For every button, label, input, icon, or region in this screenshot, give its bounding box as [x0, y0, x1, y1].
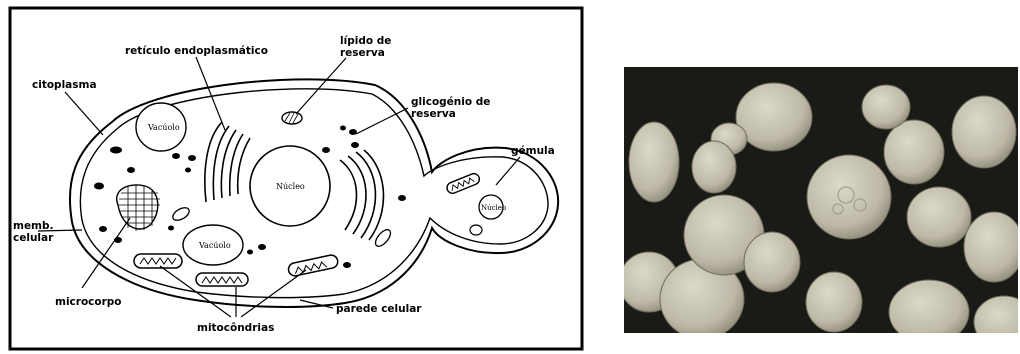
yeast-cell: [952, 96, 1016, 168]
label-parede: parede celular: [336, 303, 422, 315]
label-glicogenio-1: glicogénio de: [411, 96, 490, 108]
label-lipido-2: reserva: [340, 47, 385, 59]
bud-vacuole: [470, 225, 482, 235]
mitochondrion-2: [196, 273, 248, 286]
label-glicogenio-2: reserva: [411, 108, 456, 120]
yeast-cell: [744, 232, 800, 292]
label-memb-1: memb.: [13, 220, 54, 232]
vacuole-bottom-label: Vacúolo: [198, 241, 231, 250]
yeast-micrograph: [624, 67, 1018, 333]
nucleus-label: Núcleo: [276, 182, 305, 191]
yeast-cell: [692, 141, 736, 193]
bud-nucleus-label: Núcleo: [481, 204, 506, 212]
yeast-cell: [884, 120, 944, 184]
yeast-cell: [964, 212, 1018, 282]
yeast-cell: [807, 155, 891, 239]
label-gemula: gémula: [511, 145, 555, 157]
label-reticulo: retículo endoplasmático: [125, 45, 268, 57]
yeast-cell: [862, 85, 910, 129]
label-memb-2: celular: [13, 232, 54, 244]
label-citoplasma: citoplasma: [32, 79, 97, 91]
label-mitocondrias: mitocôndrias: [197, 322, 274, 334]
yeast-cell: [907, 187, 971, 247]
vacuole-top-label: Vacúolo: [147, 123, 180, 132]
label-microcorpo: microcorpo: [55, 296, 122, 308]
lipid-reserve: [282, 112, 302, 124]
yeast-cell-diagram: Vacúolo Núcleo Vacúolo: [0, 0, 600, 354]
yeast-cell: [629, 122, 679, 202]
label-lipido-1: lípido de: [340, 35, 391, 47]
mitochondrion-1: [134, 254, 182, 268]
yeast-cell: [806, 272, 862, 332]
